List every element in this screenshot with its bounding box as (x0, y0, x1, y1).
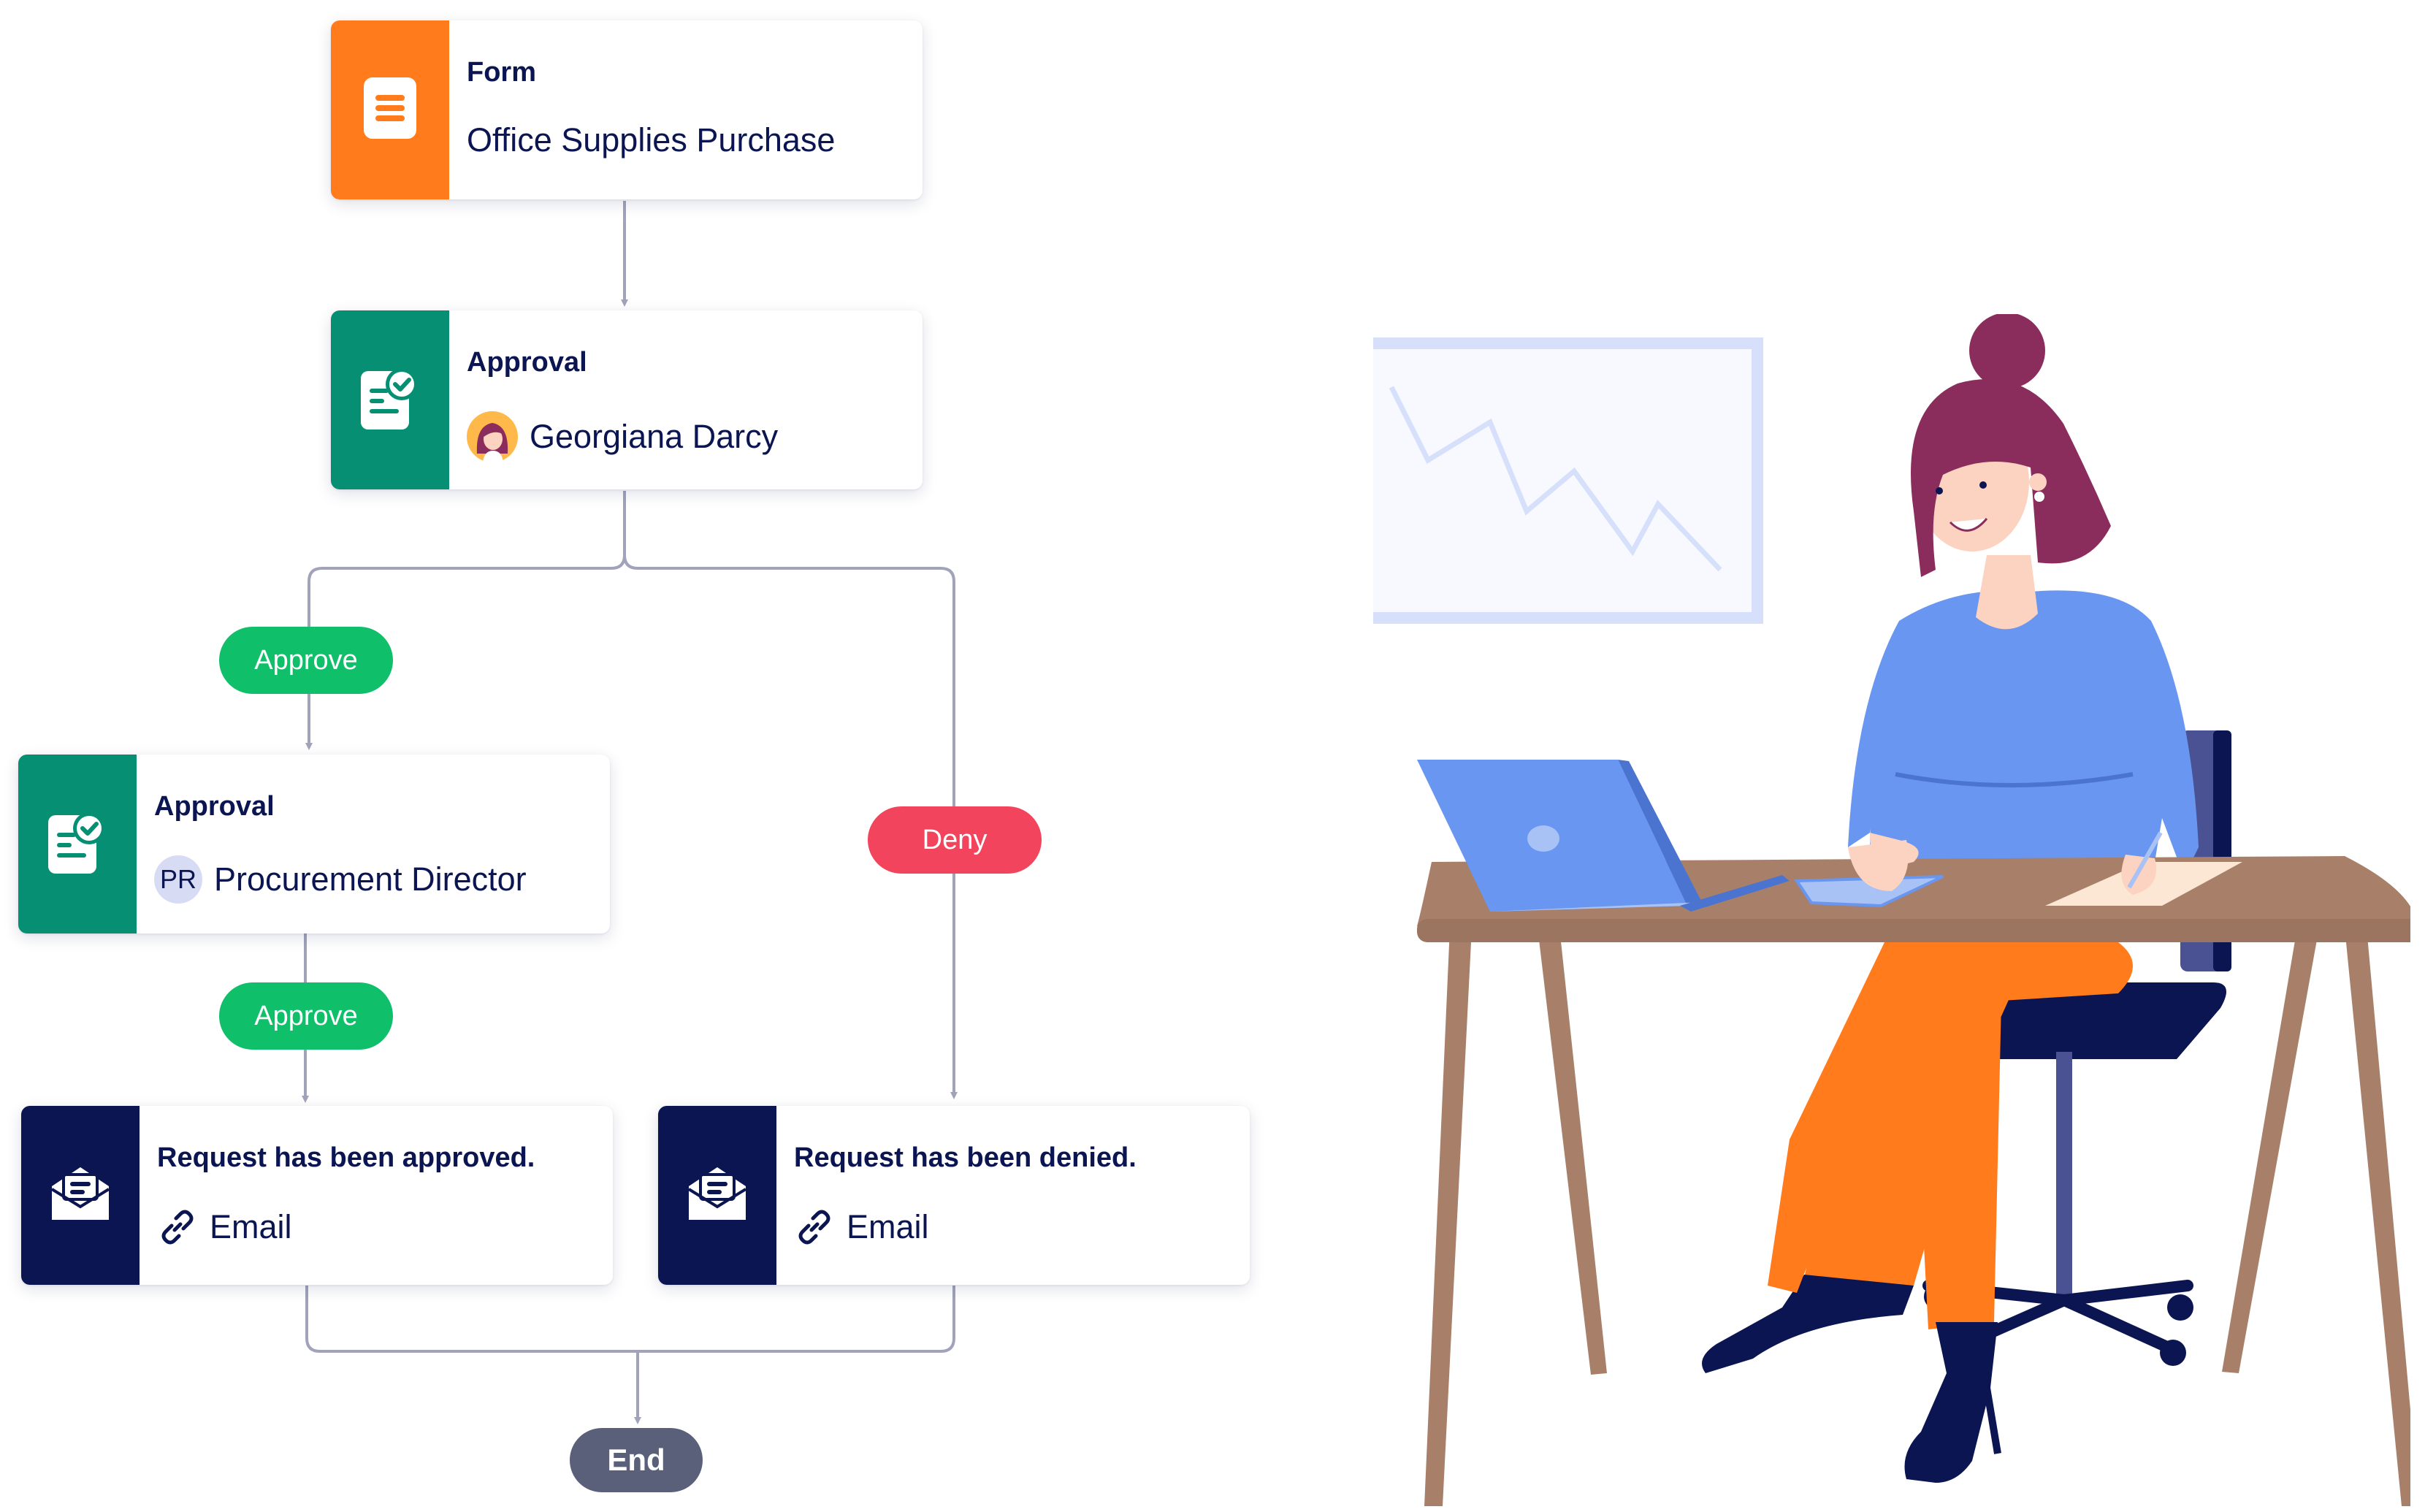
email-approved-title: Request has been approved. (157, 1142, 535, 1173)
email-approved-channel-label: Email (210, 1208, 292, 1245)
form-document-icon (364, 77, 416, 142)
email-denied-channel-label: Email (847, 1208, 929, 1245)
email-denied-title: Request has been denied. (794, 1142, 1137, 1173)
approval-node-2-assignee-name: Procurement Director (214, 860, 527, 898)
approve-branch-label-2: Approve (219, 982, 393, 1050)
link-icon (794, 1207, 835, 1248)
approval-node-2[interactable]: Approval PR Procurement Director (18, 755, 610, 933)
email-denied-icon-panel (658, 1106, 776, 1285)
email-envelope-icon (686, 1164, 749, 1226)
email-denied-channel: Email (794, 1207, 929, 1248)
deny-branch-label: Deny (868, 806, 1042, 874)
link-icon (157, 1207, 198, 1248)
approval-node-1-type: Approval (467, 347, 587, 378)
office-worker-illustration (1373, 314, 2410, 1506)
approval-check-icon (48, 811, 107, 877)
approval-node-2-assignee: PR Procurement Director (154, 855, 527, 904)
approval-node-1[interactable]: Approval Georgiana Darcy (331, 310, 923, 489)
form-node-icon-panel (331, 20, 449, 199)
approval-check-icon (361, 367, 419, 433)
email-approved-channel: Email (157, 1207, 292, 1248)
email-approved-node[interactable]: Request has been approved. Email (21, 1106, 613, 1285)
email-envelope-icon (49, 1164, 112, 1226)
laptop (1417, 760, 1790, 912)
approval-node-2-icon-panel (18, 755, 137, 933)
form-node-name: Office Supplies Purchase (467, 121, 836, 159)
approval-node-1-assignee-name: Georgiana Darcy (530, 418, 779, 455)
approval-node-2-type: Approval (154, 791, 275, 822)
approval-node-1-icon-panel (331, 310, 449, 489)
form-node-type: Form (467, 57, 536, 88)
initials-avatar: PR (154, 855, 202, 904)
email-approved-icon-panel (21, 1106, 140, 1285)
form-node[interactable]: Form Office Supplies Purchase (331, 20, 923, 199)
user-avatar (467, 411, 518, 462)
approve-branch-label-1: Approve (219, 627, 393, 694)
email-denied-node[interactable]: Request has been denied. Email (658, 1106, 1250, 1285)
approval-node-1-assignee: Georgiana Darcy (467, 411, 778, 462)
end-node: End (570, 1428, 703, 1492)
wall-chart-frame (1373, 337, 1763, 624)
